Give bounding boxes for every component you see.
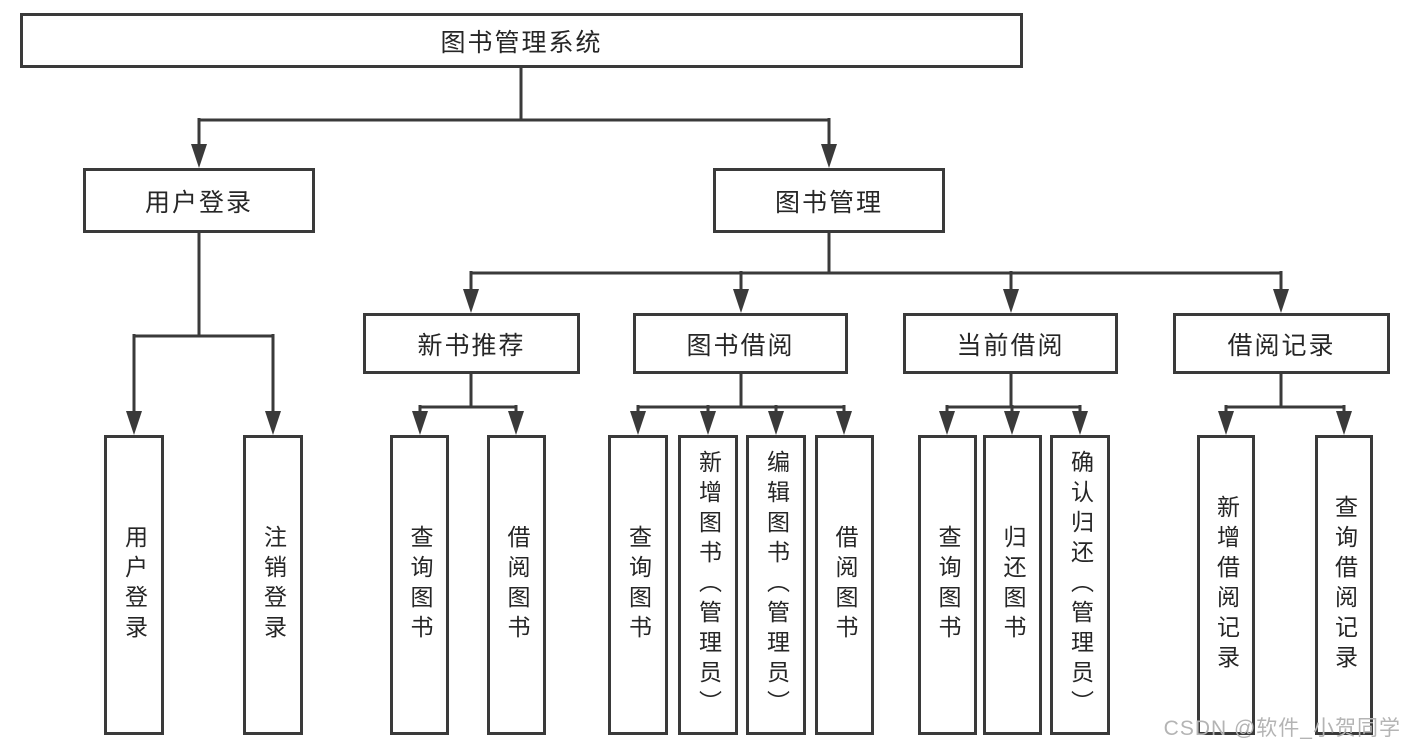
arrow-down-icon — [630, 411, 646, 435]
arrow-down-icon — [1336, 411, 1352, 435]
node-new-book-recommend: 新书推荐 — [363, 313, 580, 374]
arrow-down-icon — [508, 411, 524, 435]
arrow-down-icon — [1218, 411, 1234, 435]
arrow-down-icon — [1003, 289, 1019, 313]
arrow-down-icon — [939, 411, 955, 435]
leaf-query-books-current: 查询图书 — [918, 435, 977, 735]
leaf-confirm-return-admin: 确认归还（管理员） — [1050, 435, 1110, 735]
leaf-add-books-admin: 新增图书（管理员） — [678, 435, 738, 735]
node-borrow-records: 借阅记录 — [1173, 313, 1390, 374]
node-book-borrow: 图书借阅 — [633, 313, 848, 374]
arrow-down-icon — [126, 411, 142, 435]
node-book-management: 图书管理 — [713, 168, 945, 233]
node-user-login: 用户登录 — [83, 168, 315, 233]
leaf-borrow-books: 借阅图书 — [815, 435, 874, 735]
arrow-down-icon — [1004, 411, 1020, 435]
arrow-down-icon — [836, 411, 852, 435]
arrow-down-icon — [733, 289, 749, 313]
arrow-down-icon — [412, 411, 428, 435]
arrow-down-icon — [768, 411, 784, 435]
leaf-edit-books-admin: 编辑图书（管理员） — [746, 435, 806, 735]
csdn-watermark: CSDN @软件_小贺同学 — [1163, 717, 1401, 740]
arrow-down-icon — [1072, 411, 1088, 435]
leaf-query-borrow-record: 查询借阅记录 — [1315, 435, 1373, 735]
node-current-borrow: 当前借阅 — [903, 313, 1118, 374]
node-root-book-management-system: 图书管理系统 — [20, 13, 1023, 68]
leaf-return-books: 归还图书 — [983, 435, 1042, 735]
leaf-query-books-borrow: 查询图书 — [608, 435, 668, 735]
connector-path — [132, 68, 1346, 413]
leaf-borrow-books-recommend: 借阅图书 — [487, 435, 546, 735]
arrow-down-icon — [265, 411, 281, 435]
arrow-down-icon — [821, 144, 837, 168]
arrow-down-icon — [1273, 289, 1289, 313]
leaf-add-borrow-record: 新增借阅记录 — [1197, 435, 1255, 735]
arrow-down-icon — [700, 411, 716, 435]
arrow-down-icon — [463, 289, 479, 313]
arrow-down-icon — [191, 144, 207, 168]
arrowhead-icons — [126, 144, 1352, 435]
leaf-user-login: 用户登录 — [104, 435, 164, 735]
leaf-logout: 注销登录 — [243, 435, 303, 735]
leaf-query-books-recommend: 查询图书 — [390, 435, 449, 735]
